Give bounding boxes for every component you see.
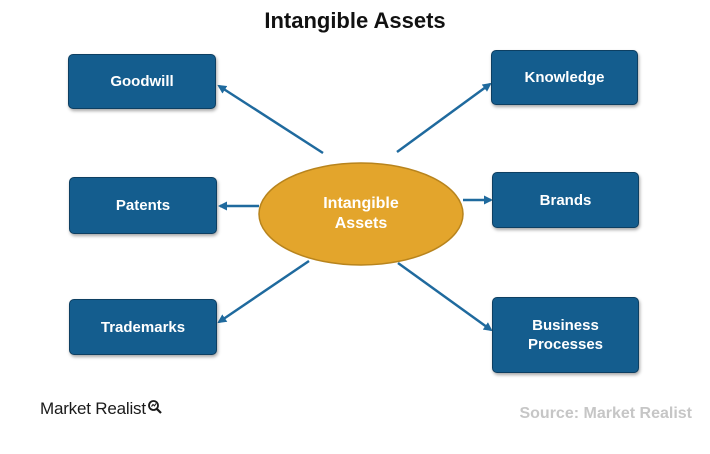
arrow-to-business-processes [397, 261, 493, 332]
magnifier-icon [147, 399, 163, 420]
node-goodwill: Goodwill [68, 54, 216, 109]
brand-logo-text: Market Realist [40, 399, 146, 418]
arrow-to-trademarks [217, 259, 310, 324]
brand-logo: Market Realist [40, 399, 163, 420]
center-label-line1: Intangible [323, 195, 399, 212]
node-brands-label: Brands [539, 191, 592, 209]
center-ellipse [258, 162, 464, 266]
node-business-label-line1: Business [532, 317, 599, 334]
node-business-processes: Business Processes [492, 297, 639, 373]
center-label-line2: Assets [334, 215, 388, 232]
arrow-to-knowledge [396, 82, 492, 154]
node-knowledge-label: Knowledge [524, 69, 605, 86]
node-knowledge: Knowledge [491, 50, 638, 105]
node-patents-label: Patents [115, 197, 171, 214]
node-trademarks-label: Trademarks [100, 318, 186, 336]
diagram-title: Intangible Assets [264, 8, 446, 33]
node-goodwill-label: Goodwill [110, 73, 174, 90]
arrow-to-goodwill [217, 84, 324, 155]
node-brands: Brands [492, 172, 639, 228]
node-patents: Patents [69, 177, 217, 234]
center-node-label: Intangible Assets [258, 162, 464, 266]
node-trademarks: Trademarks [69, 299, 217, 355]
source-credit: Source: Market Realist [519, 405, 692, 422]
node-business-label-line2: Processes [527, 336, 604, 353]
